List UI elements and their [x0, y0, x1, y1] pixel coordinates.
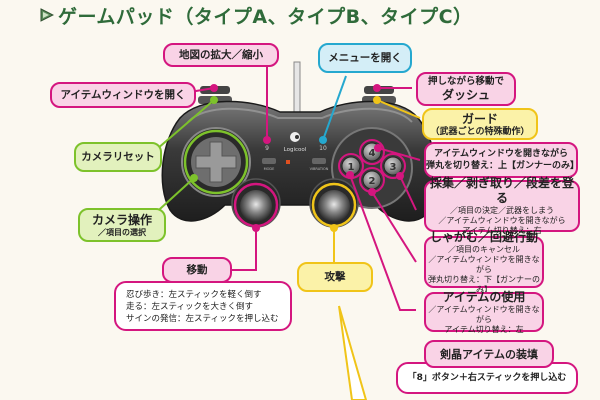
button-2-label: 2 [369, 176, 376, 187]
callout-button-2-title: しゃがむ／回避行動 [429, 229, 538, 244]
brand-label: Logicool [284, 147, 307, 153]
callout-button-2: しゃがむ／回避行動 ／項目のキャンセル ／アイテムウィンドウを開きながら 弾丸切… [424, 230, 544, 294]
left-analog-stick [231, 178, 281, 228]
callout-camera-control: カメラ操作 ／項目の選択 [78, 208, 166, 242]
callout-button-1-line: ／アイテムウィンドウを開きながら [428, 304, 540, 324]
move-description: 忍び歩き：左スティックを軽く倒す 走る：左スティックを大きく倒す サインの発信：… [114, 281, 292, 331]
page-title: ゲームパッド（タイプA、タイプB、タイプC） [58, 6, 473, 28]
callout-button-1-title: アイテムの使用 [442, 289, 526, 304]
callout-item-window: アイテムウィンドウを開く [50, 82, 196, 108]
callout-camera-control-line2: ／項目の選択 [98, 227, 146, 237]
button-3: 3 [380, 153, 406, 179]
callout-button-2-line: ／アイテムウィンドウを開きながら [428, 254, 540, 274]
callout-button-3-line: ／項目の決定／武器をしまう [450, 206, 554, 215]
crystal-description-text: 「8」ボタン＋右スティックを押し込む [407, 373, 567, 383]
callout-button-3: 採集／剥ぎ取り／段差を登る ／項目の決定／武器をしまう ／アイテムウィンドウを開… [424, 176, 580, 235]
callout-button-4: アイテムウィンドウを開きながら 弾丸を切り替え：上【ガンナーのみ】 [424, 142, 580, 178]
triangle-arrow-icon [40, 8, 54, 22]
callout-attack-text: 攻撃 [324, 270, 346, 283]
callout-button-3-line: ／アイテムウィンドウを開きながら [438, 216, 566, 225]
callout-dash: 押しながら移動で ダッシュ [416, 72, 516, 106]
mode-led [286, 160, 290, 164]
move-description-line: 忍び歩き：左スティックを軽く倒す [126, 290, 262, 300]
button-9-label: 9 [265, 145, 269, 152]
button-4: 4 [359, 139, 385, 165]
callout-button-3-title: 採集／剥ぎ取り／段差を登る [429, 176, 574, 205]
button-3-label: 3 [390, 162, 397, 173]
button-10-label: 10 [319, 145, 327, 152]
callout-button-2-line: 弾丸切り替え：下【ガンナーのみ】 [428, 274, 540, 294]
button-1-label: 1 [348, 162, 355, 173]
callout-guard-line1: ガード [461, 111, 498, 126]
callout-map-zoom: 地図の拡大／縮小 [163, 43, 279, 67]
mode-label: MODE [264, 167, 275, 171]
mode-button [262, 158, 276, 164]
logicool-logo-icon [290, 132, 300, 142]
callout-button-1-line: アイテム切り替え：左 [444, 324, 524, 334]
vibration-label: VIBRATION [310, 167, 329, 171]
callout-button-2-line: ／項目のキャンセル [448, 244, 520, 254]
callout-menu: メニューを開く [318, 43, 412, 73]
callout-button-3-line: アイテム切り替え：右 [462, 226, 542, 235]
callout-map-zoom-text: 地図の拡大／縮小 [179, 48, 263, 61]
callout-camera-reset: カメラリセット [74, 142, 162, 172]
callout-camera-reset-text: カメラリセット [81, 150, 155, 163]
move-description-line: 走る：左スティックを大きく倒す [126, 302, 253, 312]
callout-camera-control-line1: カメラ操作 [91, 212, 152, 227]
callout-guard-line2: （武器ごとの特殊動作） [430, 126, 530, 137]
callout-move: 移動 [162, 257, 232, 283]
callout-button-1: アイテムの使用 ／アイテムウィンドウを開きながら アイテム切り替え：左 [424, 289, 544, 334]
callout-move-text: 移動 [186, 263, 208, 276]
callout-button-4-line2: 弾丸を切り替え：上【ガンナーのみ】 [426, 161, 580, 171]
callout-button-4-line1: アイテムウィンドウを開きながら [433, 149, 569, 159]
callout-item-window-text: アイテムウィンドウを開く [60, 88, 186, 101]
callout-menu-text: メニューを開く [328, 51, 402, 64]
callout-crystal-text: 剣晶アイテムの装填 [440, 347, 538, 361]
move-description-line: サインの発信：左スティックを押し込む [126, 314, 279, 324]
button-4-label: 4 [369, 148, 376, 159]
right-analog-stick [309, 178, 359, 228]
tooltip-tail [338, 305, 368, 400]
callout-guard: ガード （武器ごとの特殊動作） [422, 108, 538, 140]
callout-dash-line2: ダッシュ [441, 87, 490, 102]
callout-dash-line1: 押しながら移動で [427, 75, 504, 87]
callout-attack: 攻撃 [297, 262, 373, 292]
vibration-button [312, 158, 326, 164]
cable [293, 61, 301, 113]
callout-crystal: 剣晶アイテムの装填 [424, 340, 554, 368]
